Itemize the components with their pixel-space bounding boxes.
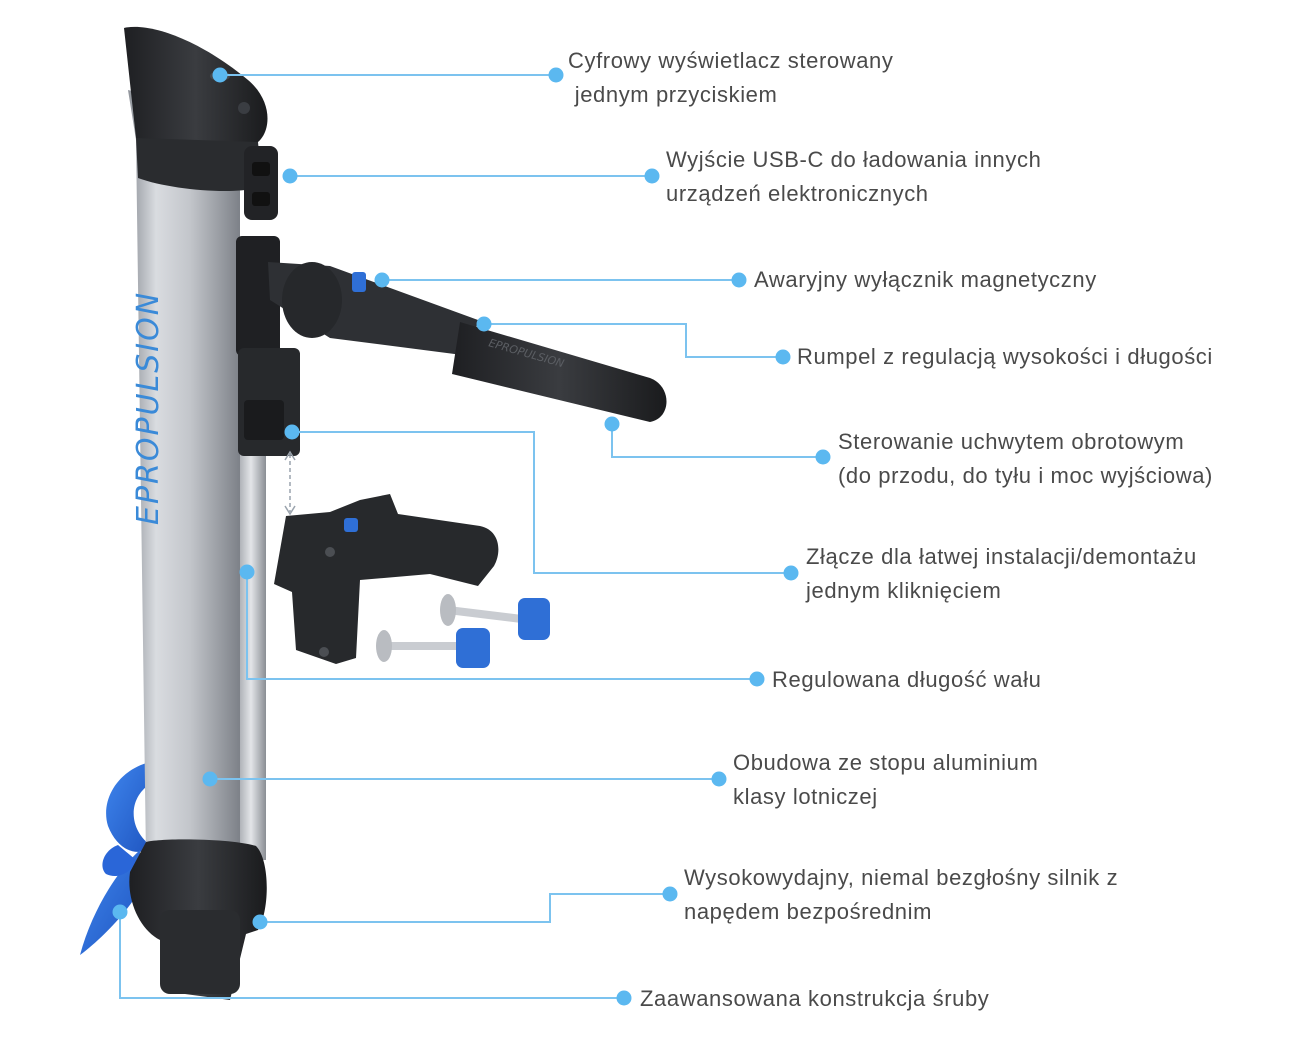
callout-display-line2: jednym przyciskiem [568, 82, 778, 107]
callout-housing-line2: klasy lotniczej [733, 784, 878, 809]
callout-usb-line1: Wyjście USB-C do ładowania innych [666, 147, 1042, 172]
leader-dot-propeller-start [112, 904, 128, 920]
callout-quick-connector-line1: Złącze dla łatwej instalacji/demontażu [806, 544, 1197, 569]
leader-line-propeller [119, 912, 624, 999]
brand-logo: EPROPULSION [131, 291, 166, 525]
leader-dot-usb-start [282, 168, 298, 184]
leader-dot-housing-end [711, 771, 727, 787]
leader-dot-propeller-end [616, 990, 632, 1006]
leader-dot-usb-end [644, 168, 660, 184]
leader-line-tiller [484, 323, 783, 358]
leader-line-shaft [246, 572, 757, 680]
leader-dot-motor-end [662, 886, 678, 902]
callout-usb: Wyjście USB-C do ładowania innych urządz… [666, 143, 1041, 211]
kill-switch-key [352, 272, 366, 292]
leader-line-motor [260, 893, 670, 923]
leader-dot-tiller-end [775, 349, 791, 365]
aluminium-housing [128, 90, 240, 866]
callout-usb-line2: urządzeń elektronicznych [666, 181, 929, 206]
leader-dot-housing-start [202, 771, 218, 787]
leader-dot-twist-grip-start [604, 416, 620, 432]
callout-display-line1: Cyfrowy wyświetlacz sterowany [568, 48, 894, 73]
leader-dot-quick-connector-start [284, 424, 300, 440]
callout-display: Cyfrowy wyświetlacz sterowany jednym prz… [568, 44, 893, 112]
callout-propeller: Zaawansowana konstrukcja śruby [640, 982, 989, 1016]
leader-line-quick-connector [292, 431, 791, 574]
callout-motor: Wysokowydajny, niemal bezgłośny silnik z… [684, 861, 1118, 929]
callout-kill-switch-line1: Awaryjny wyłącznik magnetyczny [754, 267, 1097, 292]
callout-motor-line1: Wysokowydajny, niemal bezgłośny silnik z [684, 865, 1119, 890]
leader-line-twist-grip [611, 424, 823, 458]
leader-lines [112, 67, 831, 1006]
leader-dot-shaft-start [239, 564, 255, 580]
leader-dot-quick-connector-end [783, 565, 799, 581]
callout-propeller-line1: Zaawansowana konstrukcja śruby [640, 986, 990, 1011]
tiller: EPROPULSION [268, 262, 667, 422]
leader-dot-kill-switch-end [731, 272, 747, 288]
usb-port [244, 146, 278, 220]
propeller [80, 762, 152, 955]
callout-housing-line1: Obudowa ze stopu aluminium [733, 750, 1039, 775]
attach-arrow [284, 450, 296, 516]
callout-housing: Obudowa ze stopu aluminium klasy lotnicz… [733, 746, 1038, 814]
leader-dot-tiller-start [476, 316, 492, 332]
callout-motor-line2: napędem bezpośrednim [684, 899, 933, 924]
leader-dot-twist-grip-end [815, 449, 831, 465]
callout-quick-connector-line2: jednym kliknięciem [806, 578, 1002, 603]
callout-quick-connector: Złącze dla łatwej instalacji/demontażu j… [806, 540, 1197, 608]
callout-twist-grip-line2: (do przodu, do tyłu i moc wyjściowa) [838, 463, 1213, 488]
motor-pod [129, 839, 267, 1000]
callout-shaft-line1: Regulowana długość wału [772, 667, 1042, 692]
leader-dot-shaft-end [749, 671, 765, 687]
callout-tiller-line1: Rumpel z regulacją wysokości i długości [797, 344, 1213, 369]
leader-dot-motor-start [252, 914, 268, 930]
leader-dot-display-start [212, 67, 228, 83]
clamp-bracket [274, 494, 550, 668]
display-head [124, 26, 268, 192]
callout-tiller: Rumpel z regulacją wysokości i długości [797, 340, 1213, 374]
callout-twist-grip: Sterowanie uchwytem obrotowym (do przodu… [838, 425, 1213, 493]
shaft [236, 440, 266, 860]
callout-kill-switch: Awaryjny wyłącznik magnetyczny [754, 263, 1097, 297]
leader-dot-kill-switch-start [374, 272, 390, 288]
callout-shaft: Regulowana długość wału [772, 663, 1041, 697]
callout-twist-grip-line1: Sterowanie uchwytem obrotowym [838, 429, 1185, 454]
leader-dot-display-end [548, 67, 564, 83]
